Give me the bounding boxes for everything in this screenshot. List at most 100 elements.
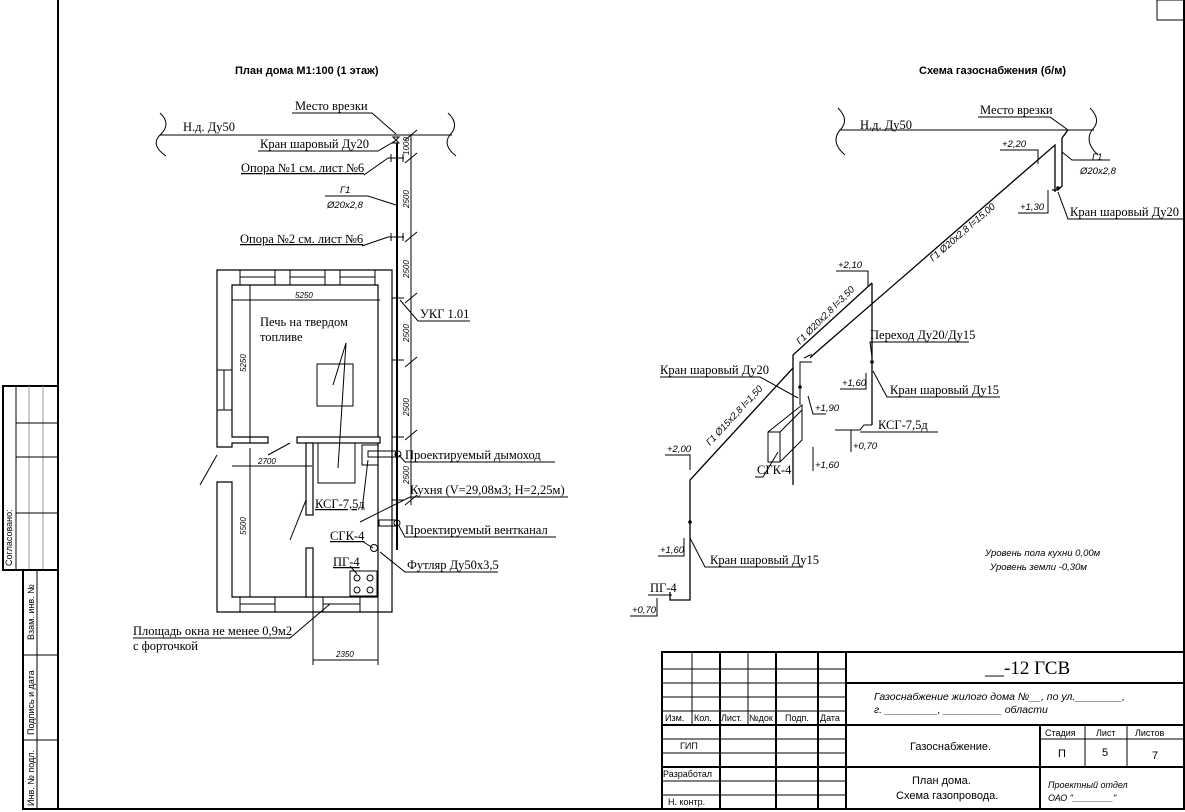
description-line-2: г. _________, __________ области: [874, 704, 1048, 716]
plan-pipe-size: Ø20x2,8: [326, 200, 364, 211]
dim-2500-a: 2500: [402, 190, 411, 209]
reducer-label: Переход Ду20/Ду15: [870, 328, 975, 342]
gas-stove-pg4: [349, 570, 378, 597]
vent-icon: [393, 519, 401, 527]
ukg-label: УКГ 1.01: [420, 307, 469, 321]
header-ndok: №док: [749, 713, 773, 723]
level-190: +1,90: [815, 403, 840, 414]
valve-du15-a-label: Кран шаровый Ду15: [710, 553, 819, 567]
vent-label: Проектируемый вентканал: [405, 523, 548, 537]
section-name: Газоснабжение.: [910, 741, 991, 753]
valve-du20-top-label: Кран шаровый Ду20: [1070, 205, 1179, 219]
org-line-2: ОАО "________": [1048, 793, 1117, 803]
drawing-code: __-12 ГСВ: [984, 658, 1070, 679]
sheet-title-2: Схема газопровода.: [896, 790, 998, 802]
dim-w5250: 5250: [295, 291, 313, 300]
level-marks: +2,20 +1,30 +2,10 +1,90 +1,60 +1,60 +0,7…: [630, 139, 1049, 617]
windows: [216, 269, 376, 613]
plan-pipe-code: Г1: [340, 185, 350, 196]
meter-sgk4: [767, 403, 803, 463]
ground-level-note: Уровень земли -0,30м: [989, 562, 1087, 573]
dim-w2350: 2350: [335, 650, 354, 659]
stage-value: П: [1058, 748, 1066, 760]
dim-h5250: 5250: [239, 354, 248, 372]
valve-du20-label: Кран шаровый Ду20: [660, 363, 769, 377]
level-200: +2,00: [667, 444, 692, 455]
chimney-label: Проектируемый дымоход: [405, 448, 541, 462]
level-210: +2,10: [838, 260, 863, 271]
level-160-c: +1,60: [660, 545, 685, 556]
scheme-meter-label: СГК-4: [757, 463, 792, 477]
header-data: Дата: [820, 713, 840, 723]
plan-tap-point-label: Место врезки: [295, 99, 368, 113]
chimney-icon: [394, 450, 402, 458]
plan-meter-label: СГК-4: [330, 529, 365, 543]
dim-1000: 1000: [402, 137, 411, 155]
header-podp: Подп.: [785, 713, 809, 723]
solid-fuel-stove: [316, 363, 354, 407]
header-izm: Изм.: [665, 713, 684, 723]
floor-level-note: Уровень пола кухни 0,00м: [984, 548, 1101, 559]
level-070-b: +0,70: [853, 441, 878, 452]
level-220: +2,20: [1002, 139, 1027, 150]
sheets-value: 7: [1152, 750, 1158, 762]
sheet-label: Лист: [1096, 728, 1116, 738]
inv-orig-label: Инв. № подл.: [26, 750, 36, 806]
role-developer: Разработал: [663, 769, 712, 779]
dim-w2700: 2700: [257, 457, 276, 466]
ball-valve-icon: [391, 136, 401, 144]
stage-label: Стадия: [1045, 728, 1076, 738]
level-160-a: +1,60: [815, 460, 840, 471]
plan-main-pipe-label: Н.д. Ду50: [183, 120, 235, 134]
title-block: Изм. Кол. Лист. №док Подп. Дата ГИП Разр…: [661, 651, 1185, 810]
scheme-gas-stove-label: ПГ-4: [650, 581, 677, 595]
org-line-1: Проектный отдел: [1048, 780, 1128, 790]
header-kol: Кол.: [694, 713, 712, 723]
role-norm-control: Н. контр.: [668, 797, 705, 807]
plan-title: План дома М1:100 (1 этаж): [235, 65, 379, 77]
sign-date-label: Подпись и дата: [26, 670, 36, 735]
plan-valve-label: Кран шаровый Ду20: [260, 137, 369, 151]
level-130: +1,30: [1020, 202, 1045, 213]
scheme-main-pipe-label: Н.д. Ду50: [860, 118, 912, 132]
description-line-1: Газоснабжение жилого дома №__, по ул.___…: [874, 691, 1125, 703]
dim-2500-c: 2500: [402, 324, 411, 343]
scheme-pipe-code: Г1: [1092, 152, 1102, 163]
replace-inv-label: Взам. инв. №: [26, 584, 36, 640]
scheme-boiler-label: КСГ-7,5д: [878, 418, 928, 432]
support2-label: Опора №2 см. лист №6: [240, 232, 363, 246]
segment-3-label: Г1 Ø15х2,8 l=1,50: [704, 383, 766, 448]
solid-stove-label-1: Печь на твердом: [260, 315, 348, 329]
plan-gas-stove-label: ПГ-4: [333, 555, 360, 569]
house-plan: План дома М1:100 (1 этаж) Н.д. Ду50 Мест…: [133, 65, 568, 665]
gas-supply-scheme: Схема газоснабжения (б/м) Н.д. Ду50 Мест…: [630, 65, 1185, 617]
window-note-1: Площадь окна не менее 0,9м2: [133, 624, 292, 638]
scheme-title: Схема газоснабжения (б/м): [919, 65, 1066, 77]
dim-h5500: 5500: [239, 517, 248, 535]
window-note-2: с форточкой: [133, 639, 198, 653]
sheet-title-1: План дома.: [912, 775, 971, 787]
valve-du15-b-label: Кран шаровый Ду15: [890, 383, 999, 397]
sleeve-label: Футляр Ду50х3,5: [407, 558, 499, 572]
agreed-label: Согласовано:: [4, 509, 14, 566]
boiler-ksg: [361, 444, 379, 466]
dim-2500-e: 2500: [402, 466, 411, 485]
dim-2500-b: 2500: [402, 260, 411, 279]
kitchen-label: Кухня (V=29,08м3; Н=2,25м): [410, 483, 565, 497]
level-160-b: +1,60: [842, 378, 867, 389]
sheet-value: 5: [1102, 747, 1108, 759]
solid-stove-label-2: топливе: [260, 330, 303, 344]
approval-stamp: Согласовано: Взам. инв. № Подпись и дата…: [2, 385, 59, 810]
segment-2-label: Г1 Ø20х2,8 l=3,50: [794, 284, 857, 347]
dim-2500-d: 2500: [402, 398, 411, 417]
level-070-a: +0,70: [632, 605, 657, 616]
segment-1-label: Г1 Ø20х2,8 l=15,00: [928, 201, 998, 264]
scheme-pipe-size: Ø20x2,8: [1079, 166, 1117, 177]
support1-label: Опора №1 см. лист №6: [241, 161, 364, 175]
header-list: Лист.: [721, 713, 742, 723]
sleeve-icon: [370, 544, 378, 552]
scheme-tap-point-label: Место врезки: [980, 103, 1053, 117]
role-gip: ГИП: [680, 741, 698, 751]
boiler-niche: [317, 442, 356, 484]
